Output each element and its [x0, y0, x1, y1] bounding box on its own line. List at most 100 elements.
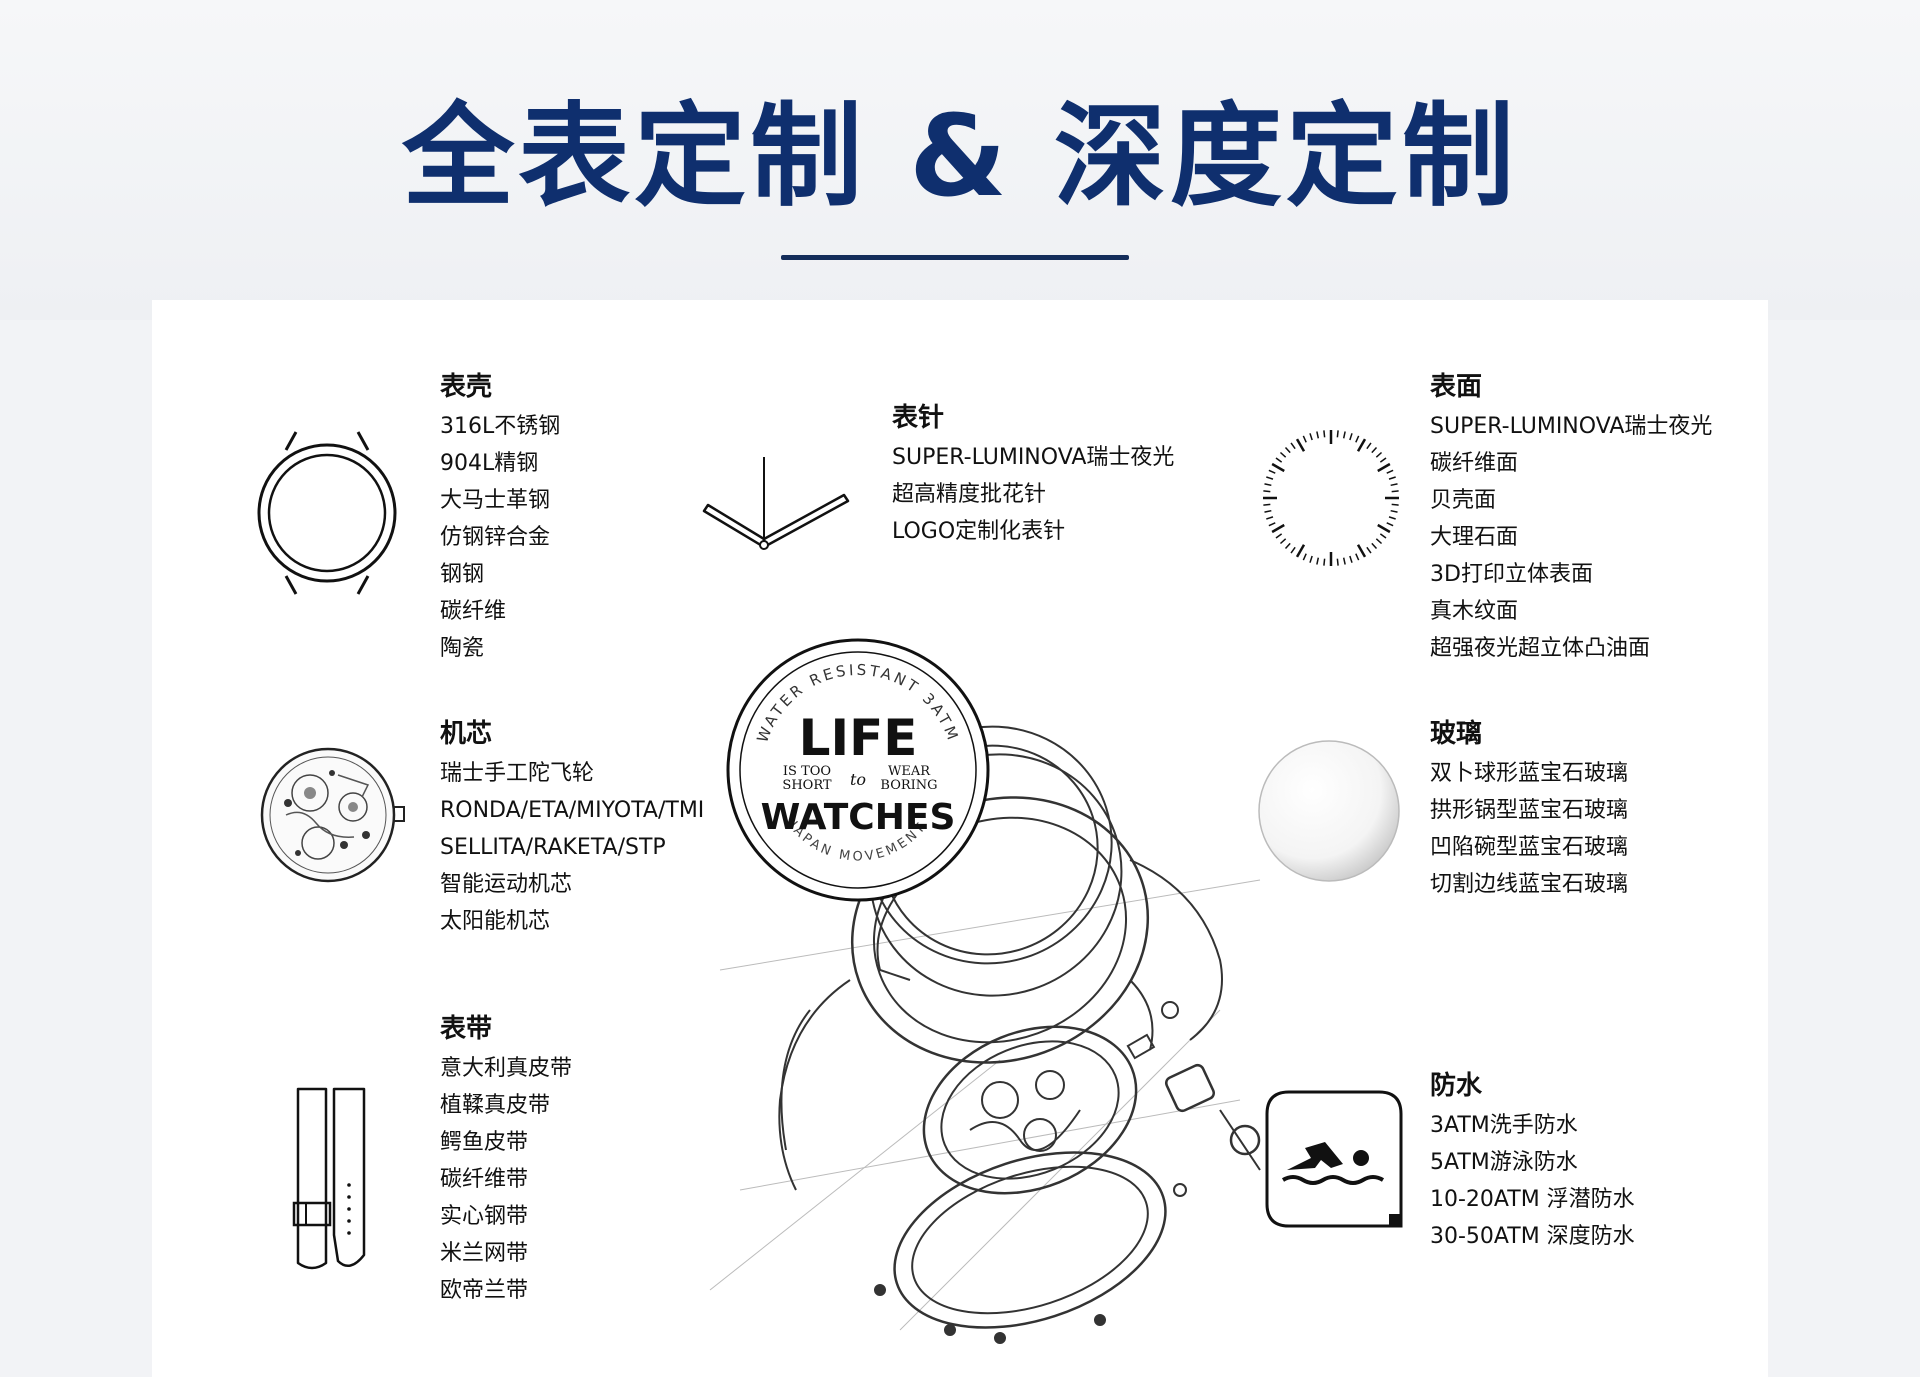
dial-minute-tick	[1336, 558, 1339, 566]
caseback-to: to	[850, 770, 866, 789]
list-item: 30-50ATM 深度防水	[1430, 1224, 1635, 1249]
glass-crystal-icon	[1258, 740, 1400, 882]
list-item: SELLITA/RAKETA/STP	[440, 835, 666, 860]
dial-minute-tick	[1379, 457, 1387, 463]
list-item: 316L不锈钢	[440, 414, 561, 439]
list-item: 米兰网带	[440, 1241, 529, 1266]
dial-minute-tick	[1309, 433, 1313, 441]
title-underline	[781, 255, 1129, 260]
dial-minute-tick	[1366, 546, 1372, 554]
dial-minute-tick	[1366, 442, 1372, 450]
list-item: 碳纤维带	[440, 1167, 529, 1192]
dial-minute-tick	[1263, 490, 1271, 493]
dial-hour-tick	[1271, 462, 1285, 473]
dial-minute-tick	[1388, 516, 1396, 520]
strap-icon	[292, 1087, 366, 1270]
list-item: 拱形锅型蓝宝石玻璃	[1430, 798, 1629, 823]
list-item: 真木纹面	[1430, 599, 1519, 624]
dial-hour-tick	[1356, 544, 1367, 558]
dial-minute-tick	[1342, 431, 1346, 439]
watch-case-icon	[257, 431, 397, 595]
list-item: 智能运动机芯	[440, 872, 573, 897]
section-hands: 表针 SUPER-LUMINOVA瑞士夜光 超高精度批花针 LOGO定制化表针	[892, 401, 1174, 550]
caseback-medallion: WATER RESISTANT 3ATM JAPAN MOVEMENT LIFE…	[726, 638, 990, 902]
dial-minute-tick	[1268, 469, 1276, 474]
list-item: LOGO定制化表针	[892, 519, 1066, 544]
caseback-watches: WATCHES	[761, 797, 956, 838]
dial-hour-tick	[1377, 462, 1391, 473]
dial-minute-tick	[1290, 546, 1296, 554]
dial-minute-tick	[1355, 435, 1360, 443]
dial-minute-tick	[1386, 522, 1394, 527]
dial-minute-tick	[1390, 483, 1398, 487]
page-title: 全表定制 & 深度定制	[402, 92, 1518, 222]
list-item: 碳纤维面	[1430, 451, 1519, 476]
section-dial-title: 表面	[1430, 372, 1483, 402]
dial-hour-tick	[1295, 438, 1306, 452]
dial-minute-tick	[1371, 542, 1378, 550]
section-case: 表壳 316L不锈钢 904L精钢 大马士革钢 仿钢锌合金 钢钢 碳纤维 陶瓷	[440, 370, 560, 667]
section-movement-title: 机芯	[440, 719, 493, 749]
dial-minute-tick	[1316, 431, 1320, 439]
list-item: 实心钢带	[440, 1204, 529, 1229]
section-strap-title: 表带	[440, 1014, 493, 1044]
section-strap: 表带 意大利真皮带 植鞣真皮带 鳄鱼皮带 碳纤维带 实心钢带 米兰网带 欧帝兰带	[440, 1012, 572, 1309]
section-water-title: 防水	[1430, 1071, 1483, 1101]
section-hands-title: 表针	[892, 403, 945, 433]
dial-minute-tick	[1379, 533, 1387, 539]
list-item: 3D打印立体表面	[1430, 562, 1593, 587]
movement-icon	[260, 747, 405, 883]
dial-minute-tick	[1275, 533, 1283, 539]
dial-hour-tick	[1271, 523, 1285, 534]
dial-minute-tick	[1355, 553, 1360, 561]
list-item: 10-20ATM 浮潜防水	[1430, 1187, 1635, 1212]
dial-minute-tick	[1316, 557, 1320, 565]
list-item: 超强夜光超立体凸油面	[1430, 636, 1651, 661]
swimmer-icon	[1265, 1090, 1403, 1228]
header-background	[0, 0, 1920, 320]
section-water: 防水 3ATM洗手防水 5ATM游泳防水 10-20ATM 浮潜防水 30-50…	[1430, 1069, 1635, 1255]
dial-minute-tick	[1268, 522, 1276, 527]
section-case-title: 表壳	[440, 372, 493, 402]
dial-minute-tick	[1349, 433, 1353, 441]
list-item: 碳纤维	[440, 599, 507, 624]
list-item: 钢钢	[440, 562, 485, 587]
section-movement: 机芯 瑞士手工陀飞轮 RONDA/ETA/MIYOTA/TMI SELLITA/…	[440, 717, 704, 940]
dial-minute-tick	[1263, 503, 1271, 506]
section-dial: 表面 SUPER-LUMINOVA瑞士夜光 碳纤维面 贝壳面 大理石面 3D打印…	[1430, 370, 1712, 667]
dial-minute-tick	[1264, 509, 1272, 513]
dial-hour-tick	[1295, 544, 1306, 558]
list-item: 切割边线蓝宝石玻璃	[1430, 872, 1629, 897]
dial-minute-tick	[1388, 476, 1396, 480]
list-item: 5ATM游泳防水	[1430, 1150, 1578, 1175]
list-item: 大马士革钢	[440, 488, 551, 513]
list-item: 意大利真皮带	[440, 1056, 573, 1081]
list-item: 太阳能机芯	[440, 909, 551, 934]
list-item: 欧帝兰带	[440, 1278, 529, 1303]
dial-minute-tick	[1284, 446, 1291, 454]
list-item: 904L精钢	[440, 451, 539, 476]
dial-minute-tick	[1342, 557, 1346, 565]
list-item: 鳄鱼皮带	[440, 1130, 529, 1155]
dial-minute-tick	[1375, 451, 1383, 458]
dial-minute-tick	[1323, 430, 1326, 438]
section-glass: 玻璃 双卜球形蓝宝石玻璃 拱形锅型蓝宝石玻璃 凹陷碗型蓝宝石玻璃 切割边线蓝宝石…	[1430, 717, 1628, 903]
list-item: 陶瓷	[440, 636, 485, 661]
dial-minute-tick	[1284, 542, 1291, 550]
dial-minute-tick	[1390, 509, 1398, 513]
caseback-wear: WEAR	[888, 764, 931, 779]
caseback-boring: BORING	[880, 778, 937, 793]
list-item: SUPER-LUMINOVA瑞士夜光	[1430, 414, 1713, 439]
list-item: 凹陷碗型蓝宝石玻璃	[1430, 835, 1629, 860]
dial-minute-tick	[1266, 476, 1274, 480]
dial-hour-tick	[1356, 438, 1367, 452]
dial-minute-tick	[1391, 503, 1399, 506]
dial-minute-tick	[1264, 483, 1272, 487]
dial-icon	[1263, 430, 1399, 566]
dial-minute-tick	[1290, 442, 1296, 450]
dial-minute-tick	[1375, 538, 1383, 545]
caseback-life: LIFE	[799, 709, 918, 767]
section-glass-title: 玻璃	[1430, 719, 1483, 749]
caseback-is-too: IS TOO	[783, 764, 831, 779]
dial-minute-tick	[1349, 555, 1353, 563]
